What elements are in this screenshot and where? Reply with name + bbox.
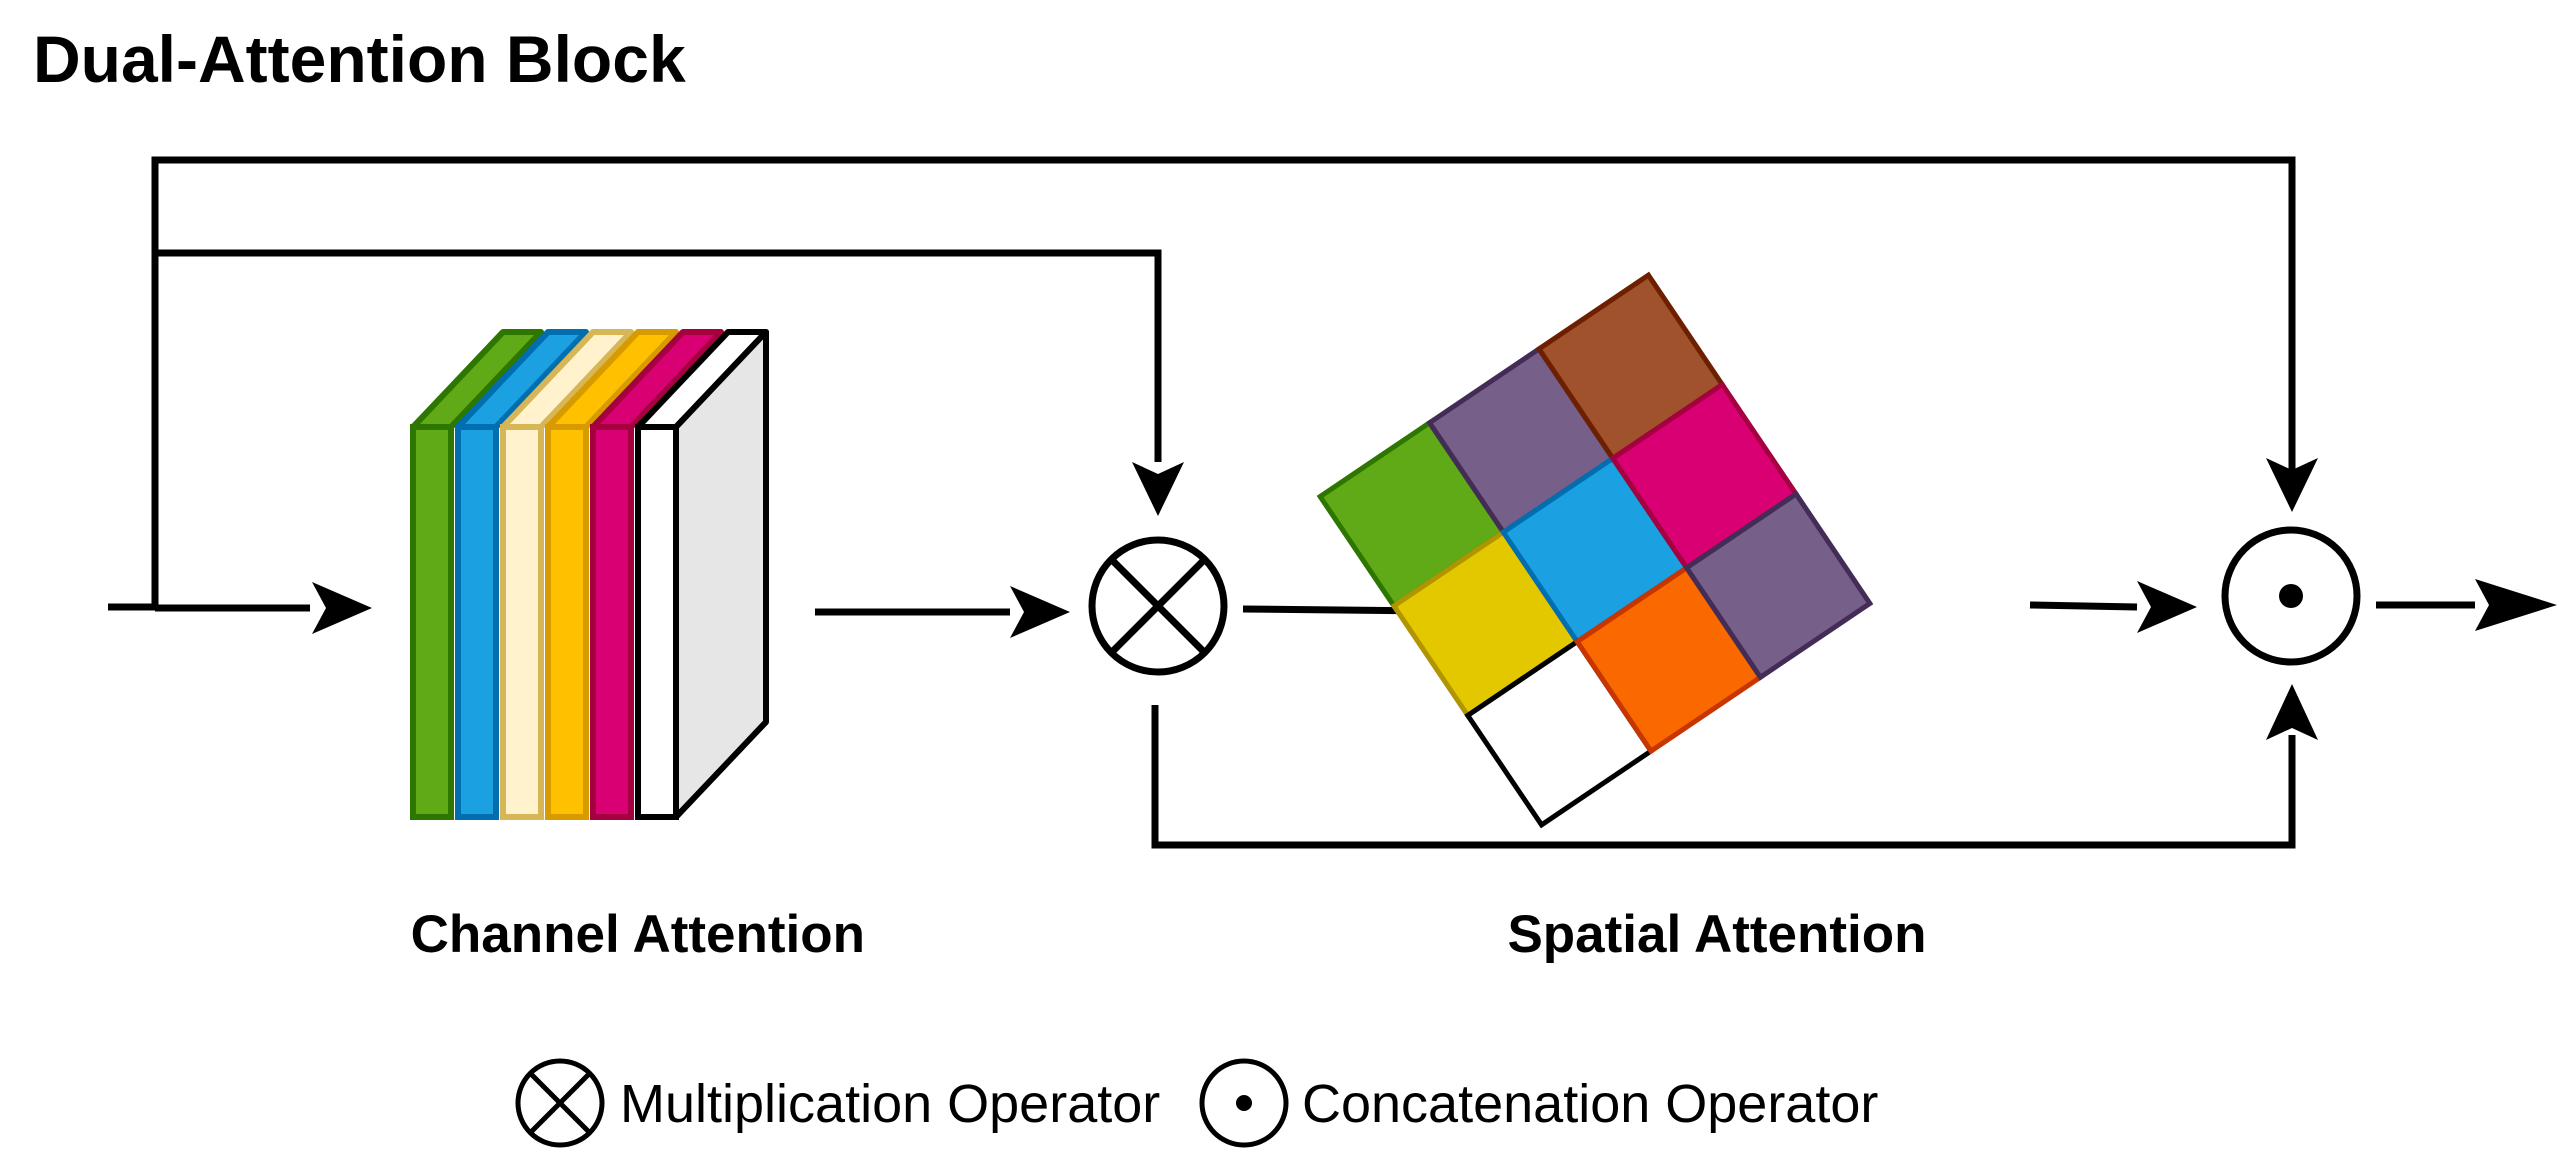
legend-multiplication-label: Multiplication Operator <box>620 1074 1160 1134</box>
output-arrow-head <box>2475 579 2557 631</box>
legend: Multiplication Operator Concatenation Op… <box>515 1058 1878 1148</box>
outer-skip-arrow-head <box>2266 458 2318 512</box>
outer-skip-connection <box>151 156 2296 607</box>
multiplication-operator <box>1088 536 1228 676</box>
input-arrow-head <box>312 582 372 634</box>
channel-layer-magenta <box>590 329 724 820</box>
legend-multiplication-icon <box>515 1058 605 1148</box>
legend-concatenation-icon <box>1199 1058 1289 1148</box>
concatenation-dot <box>2279 584 2303 608</box>
inner-skip-arrow-head <box>1132 462 1184 516</box>
inner-skip-connection <box>155 249 1162 462</box>
channel-layer-white <box>635 329 769 820</box>
spatial-cell-r3-c3 <box>1683 490 1874 681</box>
bottom-skip-arrow-head <box>2266 684 2318 740</box>
channel-layer-cream <box>500 329 634 820</box>
channel-layer-amber <box>545 329 679 820</box>
channel-attention-stack <box>410 329 769 820</box>
multiplication-cross-b <box>1108 556 1208 656</box>
spatial-attention-label: Spatial Attention <box>1507 905 1926 964</box>
bottom-skip-connection <box>1151 705 2296 849</box>
legend-concatenation-label: Concatenation Operator <box>1302 1074 1878 1134</box>
channel-to-multiply-arrow-head <box>1010 586 1070 638</box>
channel-layer-green <box>410 329 544 820</box>
diagram-title: Dual-Attention Block <box>33 22 686 96</box>
channel-attention-label: Channel Attention <box>411 905 865 964</box>
concatenation-operator <box>2221 526 2361 666</box>
spatial-to-concat-line <box>2029 601 2138 611</box>
spatial-to-concat-arrow-head <box>2137 581 2197 633</box>
channel-layer-blue <box>455 329 589 820</box>
spatial-attention-grid <box>1316 271 1874 829</box>
